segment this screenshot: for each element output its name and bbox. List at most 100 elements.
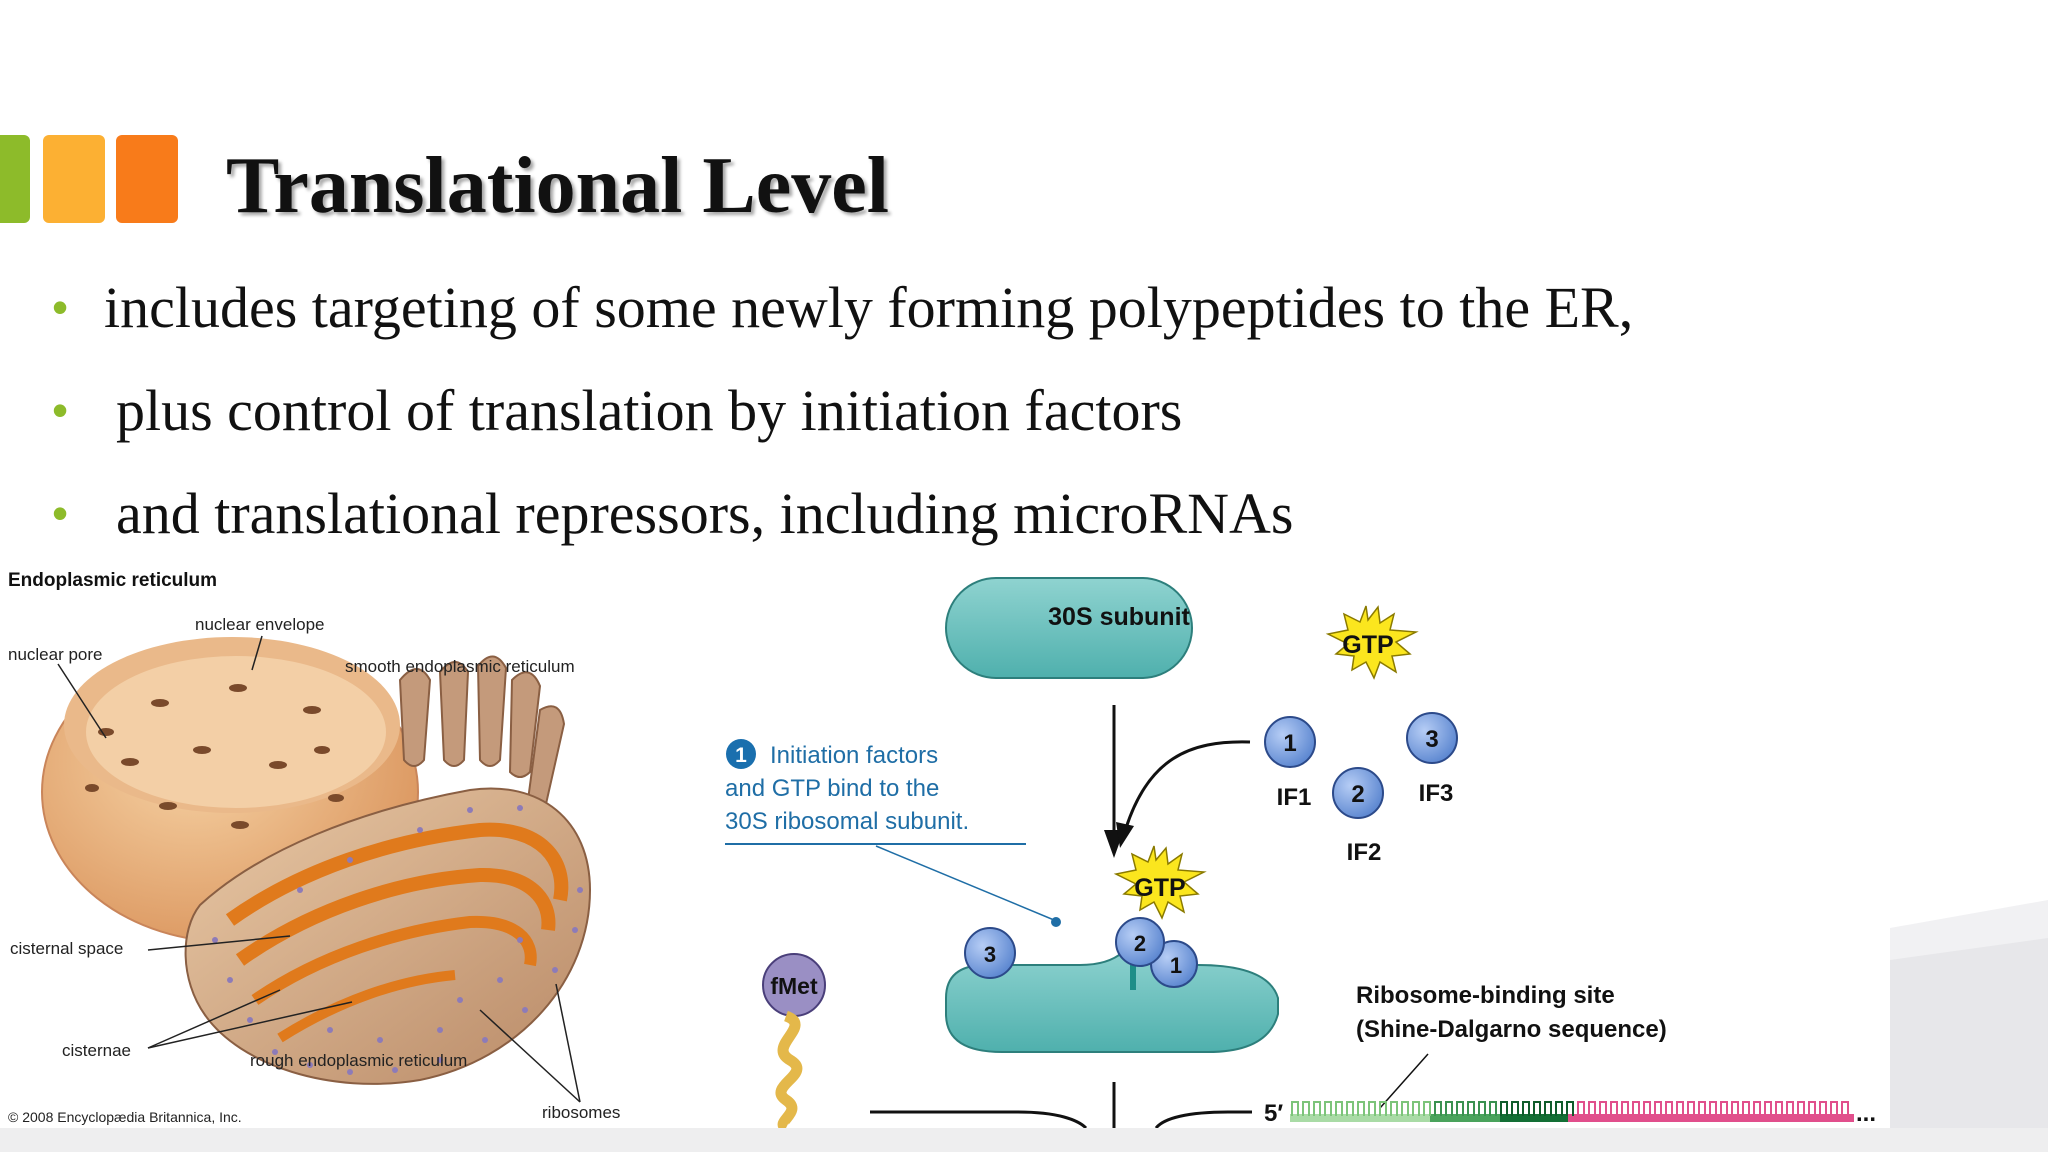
mrna-codon-tooth xyxy=(1533,1101,1541,1116)
step-caption-underline xyxy=(725,843,1061,927)
bullet-dot: • xyxy=(52,384,69,436)
mrna-codon-tooth xyxy=(1742,1101,1750,1116)
mrna-codon-tooth xyxy=(1379,1101,1387,1116)
mrna-codon-tooth xyxy=(1500,1101,1508,1116)
mrna-codon-tooth xyxy=(1357,1101,1365,1116)
gtp-burst-middle xyxy=(1113,845,1207,920)
mrna-codon-tooth xyxy=(1654,1101,1662,1116)
fmet-trna-icon xyxy=(762,953,826,1128)
mrna-codon-tooth xyxy=(1489,1101,1497,1116)
mrna-codon-tooth xyxy=(1764,1101,1772,1116)
mrna-codon-tooth xyxy=(1808,1101,1816,1116)
mrna-codon-tooth xyxy=(1720,1101,1728,1116)
mrna-codon-tooth xyxy=(1313,1101,1321,1116)
mrna-codon-tooth xyxy=(1302,1101,1310,1116)
mrna-codon-tooth xyxy=(1588,1101,1596,1116)
rbs-label-line2: (Shine-Dalgarno sequence) xyxy=(1356,1016,1667,1043)
bullet-text: includes targeting of some newly forming… xyxy=(104,275,1634,340)
mrna-codon-tooth xyxy=(1665,1101,1673,1116)
bound-factor-number: 1 xyxy=(1170,953,1182,978)
mrna-codon-tooth xyxy=(1797,1101,1805,1116)
mrna-codon-tooth xyxy=(1522,1101,1530,1116)
label-nuclear-pore: nuclear pore xyxy=(8,645,103,664)
initiation-factor-label: IF3 xyxy=(1419,780,1454,807)
mrna-codon-tooth xyxy=(1456,1101,1464,1116)
fmet-label: fMet xyxy=(770,973,818,999)
mrna-codon-tooth xyxy=(1401,1101,1409,1116)
mrna-codon-tooth xyxy=(1434,1101,1442,1116)
gtp-label-middle: GTP xyxy=(1134,874,1185,902)
bullet-text: plus control of translation by initiatio… xyxy=(116,378,1183,443)
mrna-codon-tooth xyxy=(1368,1101,1376,1116)
mrna-codon-tooth xyxy=(1775,1101,1783,1116)
accent-square-orange xyxy=(116,135,178,223)
bound-factor-3-icon xyxy=(964,927,1016,979)
figure-copyright: © 2008 Encyclopædia Britannica, Inc. xyxy=(8,1109,242,1125)
mrna-codon-tooth xyxy=(1511,1101,1519,1116)
mrna-codon-tooth xyxy=(1643,1101,1651,1116)
bound-factor-number: 3 xyxy=(984,942,996,967)
mrna-codon-tooth xyxy=(1599,1101,1607,1116)
mrna-codon-tooth xyxy=(1346,1101,1354,1116)
mrna-codon-tooth xyxy=(1830,1101,1838,1116)
corner-decoration xyxy=(1890,900,2048,1152)
accent-square-green xyxy=(0,135,30,223)
mrna-codon-tooth xyxy=(1687,1101,1695,1116)
bullet-dot: • xyxy=(52,281,69,333)
mrna-codon-tooth xyxy=(1621,1101,1629,1116)
mrna-codon-tooth xyxy=(1753,1101,1761,1116)
arrow-down-flow xyxy=(1104,705,1251,858)
mrna-codon-tooth xyxy=(1445,1101,1453,1116)
mrna-codon-tooth xyxy=(1819,1101,1827,1116)
mrna-strand xyxy=(1290,1101,1854,1122)
mrna-codon-tooth xyxy=(1841,1101,1849,1116)
rbs-leader-line xyxy=(1379,1053,1429,1109)
mrna-codon-tooth xyxy=(1291,1101,1299,1116)
step-number: 1 xyxy=(735,744,747,767)
step-caption-line: 30S ribosomal subunit. xyxy=(725,808,969,835)
mrna-codon-tooth xyxy=(1676,1101,1684,1116)
mrna-codon-tooth xyxy=(1709,1101,1717,1116)
mrna-codon-tooth xyxy=(1324,1101,1332,1116)
label-cisternal-space: cisternal space xyxy=(10,939,123,958)
initiation-factor-number: 1 xyxy=(1283,730,1296,757)
translation-initiation-diagram: 30S subunit GTP 1 IF1 2 IF2 3 IF3 1 xyxy=(668,560,1890,1128)
nucleus-shape xyxy=(41,637,419,943)
mrna-codon-tooth xyxy=(1478,1101,1486,1116)
initiation-factor-2-icon xyxy=(1332,767,1384,819)
mrna-codon-tooth xyxy=(1698,1101,1706,1116)
mrna-codon-tooth xyxy=(1610,1101,1618,1116)
30s-subunit-label: 30S subunit xyxy=(1048,603,1190,631)
mrna-codon-tooth xyxy=(1467,1101,1475,1116)
bound-factor-number: 2 xyxy=(1134,931,1146,956)
er-figure-title: Endoplasmic reticulum xyxy=(8,570,217,591)
bottom-connector-lines xyxy=(870,1082,1252,1128)
accent-square-yellow xyxy=(43,135,105,223)
label-cisternae: cisternae xyxy=(62,1041,131,1060)
mrna-codon-tooth xyxy=(1632,1101,1640,1116)
mrna-codon-tooth xyxy=(1555,1101,1563,1116)
initiation-factor-1-icon xyxy=(1264,716,1316,768)
mrna-codon-tooth xyxy=(1577,1101,1585,1116)
five-prime-label: 5′ xyxy=(1264,1100,1283,1127)
slide-title: Translational Level xyxy=(226,142,889,230)
mrna-codon-tooth xyxy=(1786,1101,1794,1116)
smooth-er-tubes xyxy=(398,655,566,808)
step-caption-line: and GTP bind to the xyxy=(725,775,939,802)
bound-factor-2-icon xyxy=(1115,917,1165,967)
rough-er-folds xyxy=(184,787,592,1085)
gtp-burst-top xyxy=(1325,605,1419,680)
step-caption-line: Initiation factors xyxy=(770,742,938,769)
rbs-label-line1: Ribosome-binding site xyxy=(1356,982,1615,1009)
initiation-factor-label: IF1 xyxy=(1277,784,1312,811)
label-ribosomes: ribosomes xyxy=(542,1103,620,1122)
mrna-codon-tooth xyxy=(1566,1101,1574,1116)
initiation-factor-label: IF2 xyxy=(1347,839,1382,866)
mrna-codon-tooth xyxy=(1335,1101,1343,1116)
initiation-factor-number: 2 xyxy=(1351,781,1364,808)
initiation-factor-3-icon xyxy=(1406,712,1458,764)
30s-subunit-shape xyxy=(945,577,1193,679)
bullet-text: and translational repressors, including … xyxy=(116,481,1294,546)
initiation-factor-number: 3 xyxy=(1425,726,1438,753)
